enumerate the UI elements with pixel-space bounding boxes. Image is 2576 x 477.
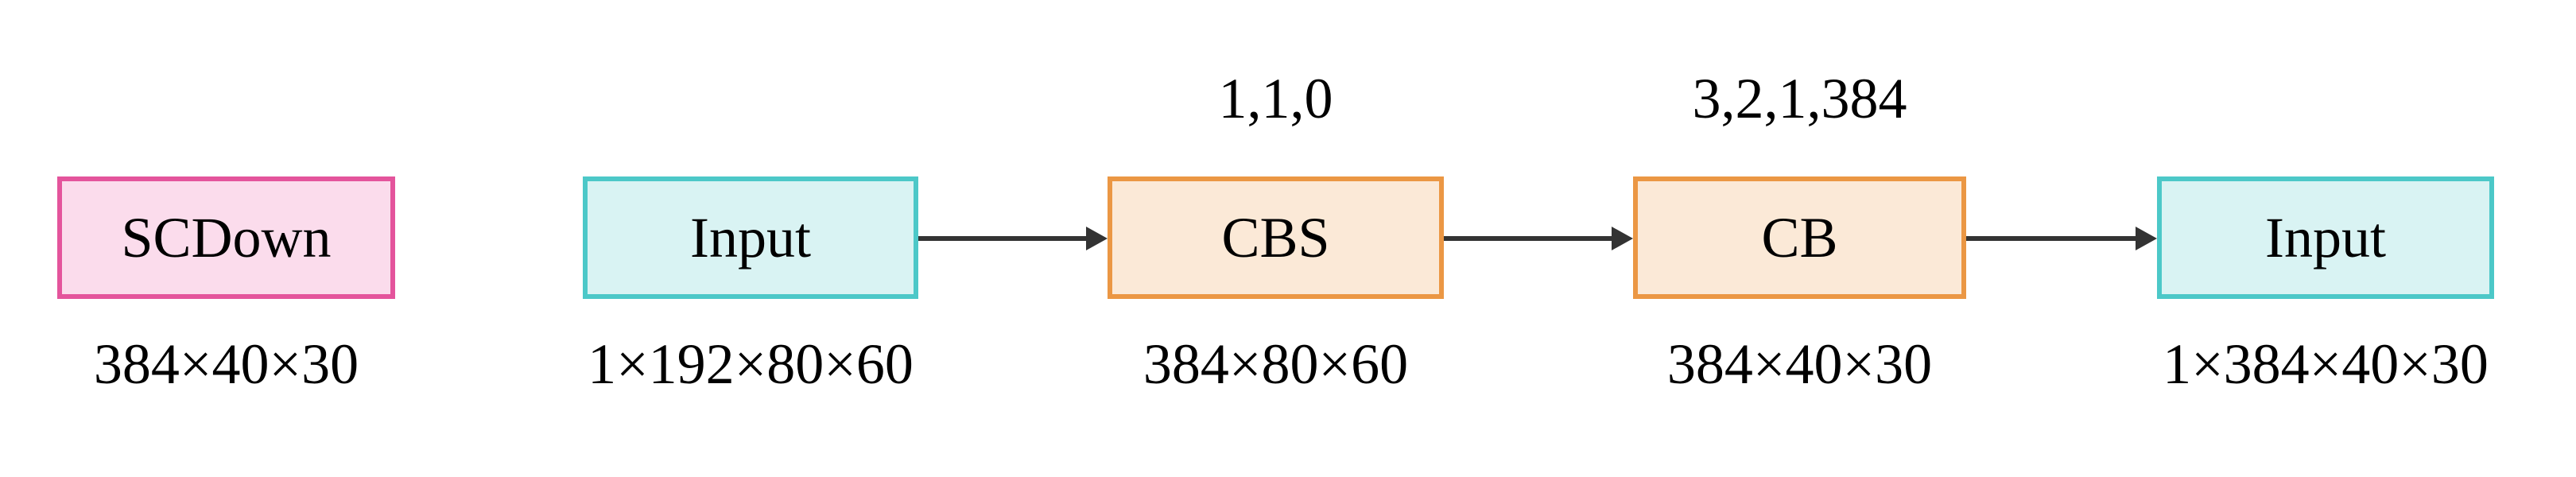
- node-cb-box: CB: [1633, 176, 1966, 299]
- arrowhead-right-icon: [2136, 227, 2157, 250]
- node-scdown-label: SCDown: [121, 206, 332, 270]
- node-input-1-box: Input: [583, 176, 918, 299]
- node-cb-params: 3,2,1,384: [1692, 67, 1907, 130]
- node-input-2-dims: 1×384×40×30: [2163, 332, 2489, 396]
- node-cbs-dims: 384×80×60: [1143, 332, 1409, 396]
- node-input-1-dims: 1×192×80×60: [588, 332, 914, 396]
- node-cb-label: CB: [1761, 206, 1838, 270]
- arrowhead-right-icon: [1086, 227, 1108, 250]
- node-input-2-label: Input: [2265, 206, 2386, 270]
- node-cbs-label: CBS: [1221, 206, 1330, 270]
- arrow-shaft: [1966, 236, 2136, 241]
- node-input-1-label: Input: [690, 206, 811, 270]
- node-cbs-params: 1,1,0: [1218, 67, 1333, 130]
- arrow-shaft: [918, 236, 1088, 241]
- node-input-2-box: Input: [2157, 176, 2494, 299]
- node-scdown-dims: 384×40×30: [93, 332, 359, 396]
- node-cbs-box: CBS: [1108, 176, 1444, 299]
- arrowhead-right-icon: [1612, 227, 1633, 250]
- node-scdown-box: SCDown: [57, 176, 395, 299]
- arrow-shaft: [1444, 236, 1614, 241]
- node-cb-dims: 384×40×30: [1666, 332, 1933, 396]
